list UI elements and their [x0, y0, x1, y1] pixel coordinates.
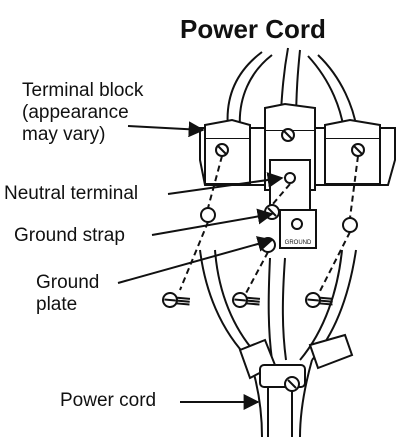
terminal-block-label-line: (appearance — [22, 102, 129, 123]
terminal-block-label: Terminal block (appearance may vary) — [22, 80, 143, 146]
diagram-title: Power Cord — [180, 14, 326, 44]
cord-wires — [199, 249, 357, 438]
screw-icon — [232, 292, 261, 308]
ground-plate-label: Ground plate — [36, 272, 99, 316]
strain-relief-clamp — [238, 333, 354, 392]
terminal-block-label-line: may vary) — [22, 124, 106, 145]
neutral-terminal-label: Neutral terminal — [4, 183, 139, 204]
ground-plate-label-line: Ground — [36, 272, 100, 293]
terminal-block-label-line: Terminal block — [22, 80, 144, 101]
ground-plate-label-line: plate — [36, 294, 78, 315]
dashed-guides — [179, 155, 359, 296]
terminal-screws — [215, 128, 365, 157]
power-cord-label: Power cord — [60, 390, 157, 411]
ground-strap-label: Ground strap — [14, 225, 125, 246]
leader-lines — [117, 121, 284, 410]
screw-icon — [305, 292, 334, 308]
ground-strap-plate: GROUND — [264, 204, 317, 249]
screw-icon — [162, 292, 191, 308]
ground-plate-text: GROUND — [285, 240, 312, 246]
